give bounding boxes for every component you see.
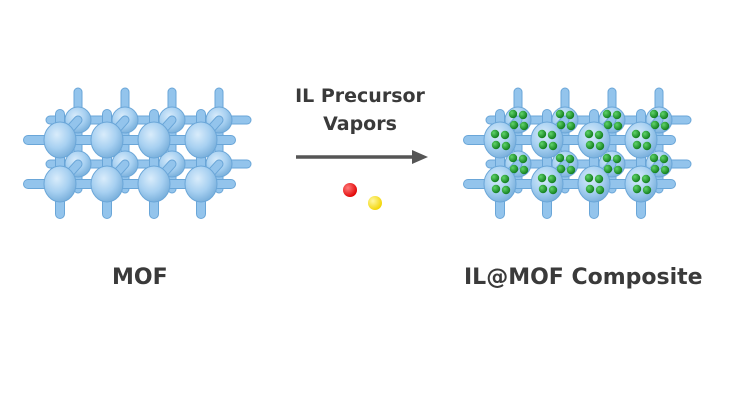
- ionic-liquid-dot: [650, 120, 660, 130]
- ionic-liquid-dot: [500, 130, 510, 140]
- ionic-liquid-dot: [538, 140, 548, 150]
- ionic-liquid-dot: [556, 120, 566, 130]
- il-mof-composite-framework: [463, 87, 692, 219]
- ionic-liquid-dot: [519, 165, 529, 175]
- ionic-liquid-dot: [603, 164, 613, 174]
- ionic-liquid-dot: [509, 164, 519, 174]
- ionic-liquid-dot: [501, 141, 511, 151]
- ionic-liquid-dot: [537, 129, 547, 139]
- mof-framework: [23, 87, 252, 219]
- ionic-liquid-dot: [547, 174, 557, 184]
- ionic-liquid-dot: [500, 174, 510, 184]
- ionic-liquid-dot: [650, 164, 660, 174]
- ionic-liquid-dot: [594, 130, 604, 140]
- red-precursor-droplet: [343, 183, 357, 197]
- ionic-liquid-dot: [547, 130, 557, 140]
- ionic-liquid-dot: [632, 184, 642, 194]
- ionic-liquid-dot: [632, 140, 642, 150]
- metal-node: [90, 165, 124, 203]
- ionic-liquid-dot: [642, 185, 652, 195]
- metal-node: [137, 121, 171, 159]
- ionic-liquid-dot: [659, 154, 669, 164]
- ionic-liquid-dot: [613, 121, 623, 131]
- ionic-liquid-dot: [584, 129, 594, 139]
- ionic-liquid-dot: [659, 110, 669, 120]
- ionic-liquid-dot: [649, 153, 659, 163]
- ionic-liquid-dot: [508, 109, 518, 119]
- ionic-liquid-dot: [508, 153, 518, 163]
- ionic-liquid-dot: [501, 185, 511, 195]
- ionic-liquid-dot: [612, 110, 622, 120]
- ionic-liquid-dot: [584, 173, 594, 183]
- ionic-liquid-dot: [613, 165, 623, 175]
- ionic-liquid-dot: [631, 129, 641, 139]
- ionic-liquid-dot: [631, 173, 641, 183]
- ionic-liquid-dot: [548, 185, 558, 195]
- ionic-liquid-dot: [548, 141, 558, 151]
- ionic-liquid-dot: [660, 121, 670, 131]
- metal-node: [137, 165, 171, 203]
- ionic-liquid-dot: [585, 140, 595, 150]
- metal-node: [43, 121, 77, 159]
- metal-node: [43, 165, 77, 203]
- il-mof-composite-label: IL@MOF Composite: [464, 265, 703, 290]
- ionic-liquid-dot: [660, 165, 670, 175]
- ionic-liquid-dot: [565, 110, 575, 120]
- ionic-liquid-dot: [595, 185, 605, 195]
- ionic-liquid-dot: [641, 130, 651, 140]
- metal-node: [184, 165, 218, 203]
- ionic-liquid-dot: [612, 154, 622, 164]
- ionic-liquid-dot: [595, 141, 605, 151]
- ionic-liquid-dot: [490, 173, 500, 183]
- ionic-liquid-dot: [642, 141, 652, 151]
- ionic-liquid-dot: [594, 174, 604, 184]
- ionic-liquid-dot: [641, 174, 651, 184]
- ionic-liquid-dot: [603, 120, 613, 130]
- reaction-arrow: [296, 150, 428, 164]
- arrow-caption-line-2: Vapors: [323, 113, 397, 135]
- arrow-caption-line-1: IL Precursor: [295, 85, 425, 107]
- ionic-liquid-dot: [491, 184, 501, 194]
- ionic-liquid-dot: [556, 164, 566, 174]
- ionic-liquid-dot: [490, 129, 500, 139]
- ionic-liquid-dot: [519, 121, 529, 131]
- yellow-precursor-droplet: [368, 196, 382, 210]
- ionic-liquid-dot: [566, 121, 576, 131]
- ionic-liquid-dot: [602, 109, 612, 119]
- metal-node: [184, 121, 218, 159]
- ionic-liquid-dot: [555, 109, 565, 119]
- ionic-liquid-dot: [518, 154, 528, 164]
- ionic-liquid-dot: [555, 153, 565, 163]
- ionic-liquid-dot: [566, 165, 576, 175]
- arrow-caption: IL Precursor Vapors: [260, 82, 460, 138]
- ionic-liquid-dot: [649, 109, 659, 119]
- arrow-head: [412, 150, 428, 164]
- ionic-liquid-dot: [491, 140, 501, 150]
- ionic-liquid-dot: [518, 110, 528, 120]
- ionic-liquid-dot: [509, 120, 519, 130]
- ionic-liquid-dot: [538, 184, 548, 194]
- ionic-liquid-dot: [565, 154, 575, 164]
- metal-node: [90, 121, 124, 159]
- ionic-liquid-dot: [537, 173, 547, 183]
- ionic-liquid-dot: [602, 153, 612, 163]
- ionic-liquid-dot: [585, 184, 595, 194]
- mof-label: MOF: [112, 265, 168, 290]
